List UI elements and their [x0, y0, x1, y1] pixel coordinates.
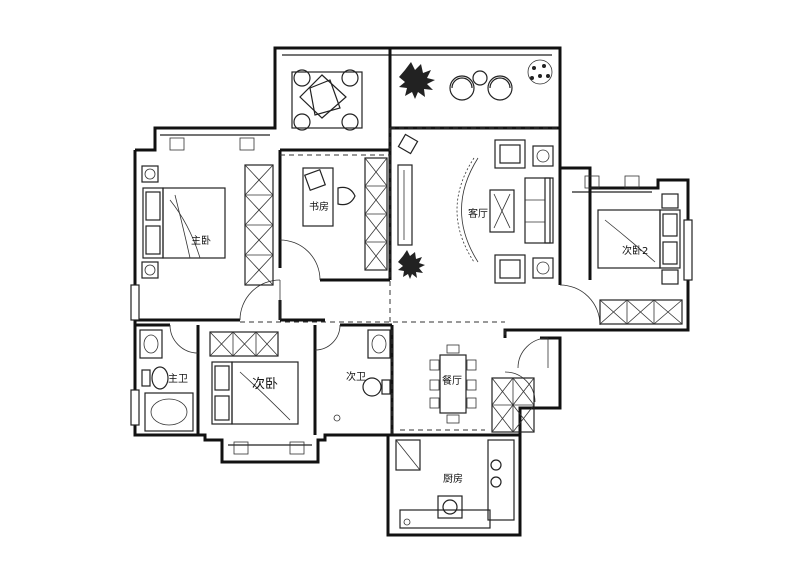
- second-bathroom-fixtures: [333, 329, 391, 422]
- master-bathroom-label: 主卫: [168, 373, 188, 385]
- plant-icon: [527, 59, 553, 85]
- second-bathroom-label: 次卫: [346, 370, 366, 383]
- second-bedroom-furniture: [209, 331, 305, 455]
- study-label: 书房: [309, 200, 329, 213]
- dashed-boundaries: [240, 127, 560, 435]
- balcony-lounge: [449, 70, 513, 101]
- dining-room-furniture: [429, 344, 535, 433]
- master-bedroom-furniture: [141, 137, 274, 286]
- balcony-table-set: [291, 69, 363, 131]
- master-bathroom-fixtures: [139, 329, 194, 432]
- living-room-label: 客厅: [468, 207, 488, 220]
- exterior-walls: [133, 46, 690, 537]
- bedroom-2-label: 次卧2: [622, 244, 648, 257]
- kitchen-label: 厨房: [443, 472, 463, 485]
- living-room-furniture: [397, 133, 554, 284]
- windows: [130, 219, 693, 426]
- study-furniture: [302, 157, 388, 271]
- plant-icon: [398, 250, 425, 279]
- kitchen-fixtures: [395, 439, 515, 529]
- plant-icon: [399, 62, 435, 99]
- doors: [169, 239, 601, 403]
- dining-room-label: 餐厅: [442, 374, 462, 387]
- second-bedroom-label: 次卧: [252, 376, 278, 392]
- master-bedroom-label: 主卧: [191, 234, 211, 247]
- bedroom-2-furniture: [584, 175, 683, 325]
